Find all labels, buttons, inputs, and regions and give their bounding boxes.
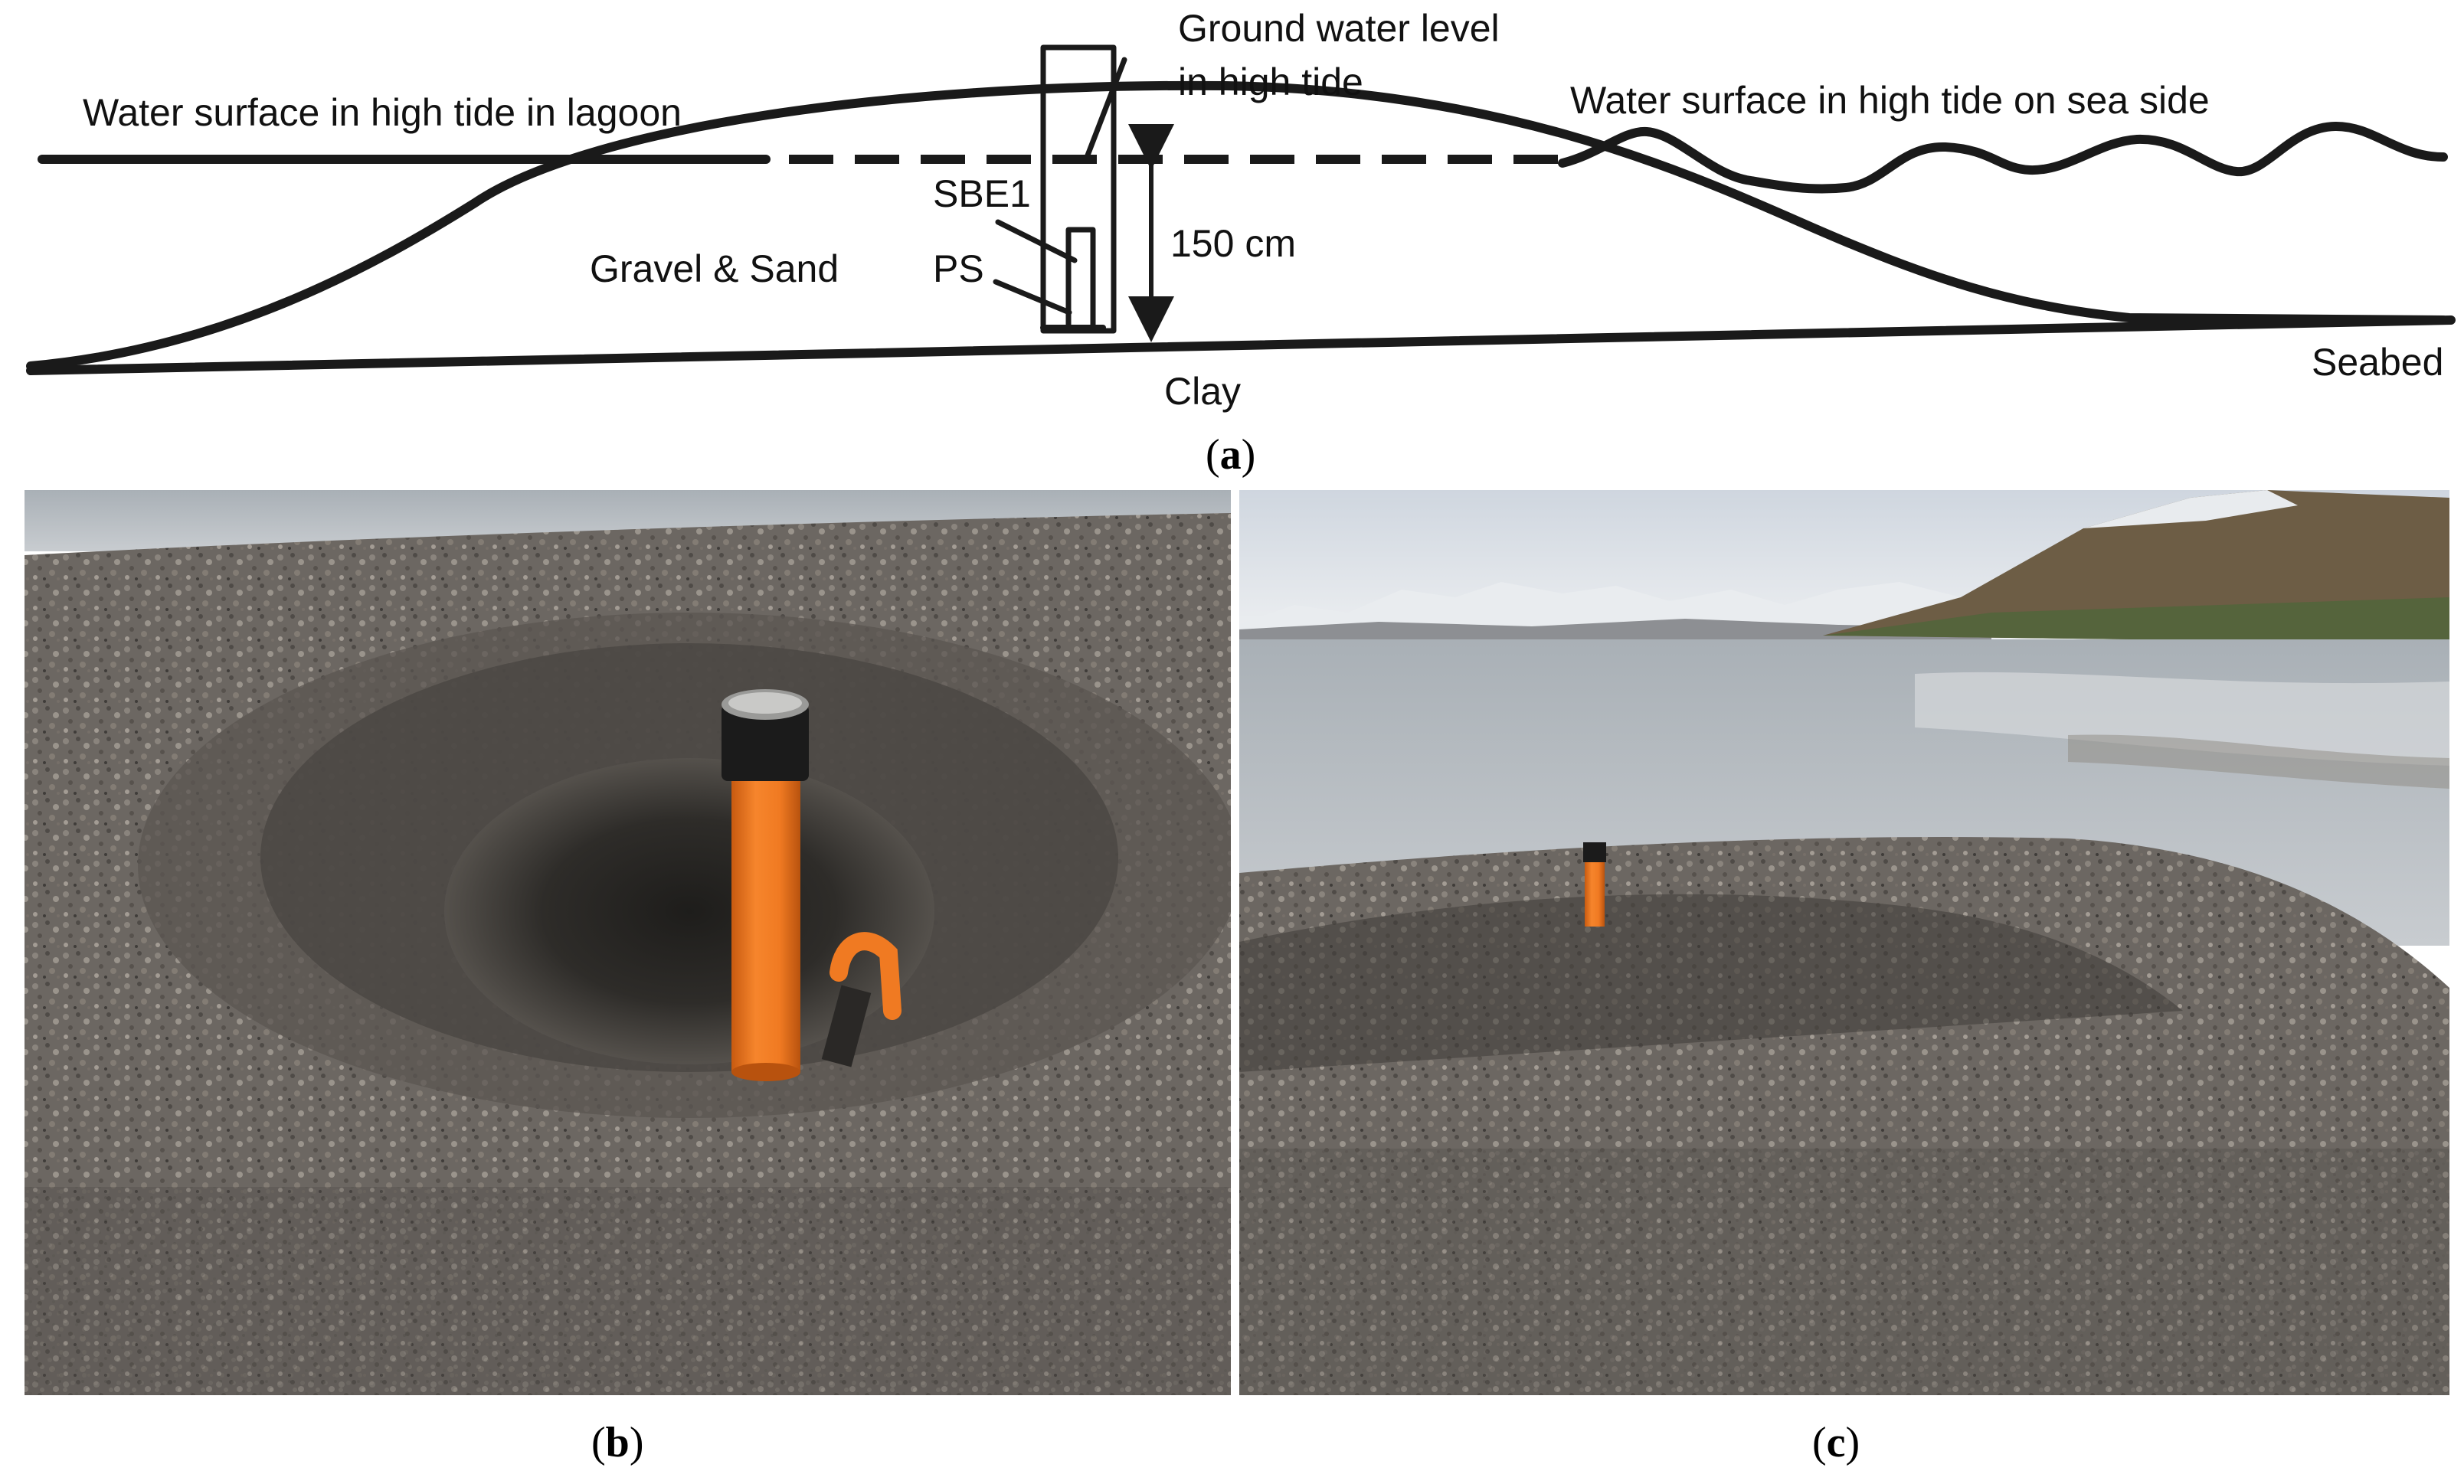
pipe-distant (1585, 859, 1605, 927)
sbe1-pointer (995, 219, 1078, 263)
caption-c-letter: c (1826, 1419, 1846, 1466)
label-ps: PS (933, 247, 984, 290)
pit (444, 758, 934, 1064)
groundwater-pointer (1083, 57, 1127, 162)
panel-c-photo (1239, 490, 2449, 1395)
pipe-cap (722, 704, 809, 781)
seabed-line (26, 315, 2456, 375)
caption-b: (b) (591, 1419, 644, 1466)
panel-b-photo (25, 490, 1231, 1395)
label-sbe1: SBE1 (933, 172, 1031, 215)
panel-a-labels: Water surface in high tide in lagoon Gro… (83, 7, 2443, 413)
label-lagoon-water: Water surface in high tide in lagoon (83, 91, 682, 134)
caption-a: (a) (1206, 431, 1256, 479)
caption-a-letter: a (1219, 431, 1242, 479)
barrier-surface-curve (26, 80, 2448, 371)
pipe (731, 773, 800, 1072)
sea-water-wave (1558, 122, 2448, 194)
caption-c: (c) (1812, 1419, 1860, 1466)
caption-b-letter: b (605, 1419, 630, 1466)
ps-pointer (993, 279, 1072, 315)
label-gravel-sand: Gravel & Sand (590, 247, 839, 290)
label-groundwater-1: Ground water level (1178, 7, 1500, 50)
label-depth: 150 cm (1170, 222, 1296, 265)
panel-a-schematic (26, 44, 2456, 375)
label-seabed: Seabed (2312, 341, 2443, 384)
label-sea-water: Water surface in high tide on sea side (1570, 79, 2210, 122)
label-groundwater-2: in high tide (1178, 60, 1363, 103)
sensor-rect (1065, 227, 1096, 332)
shovel-handle (830, 932, 902, 1020)
label-clay: Clay (1164, 370, 1241, 413)
